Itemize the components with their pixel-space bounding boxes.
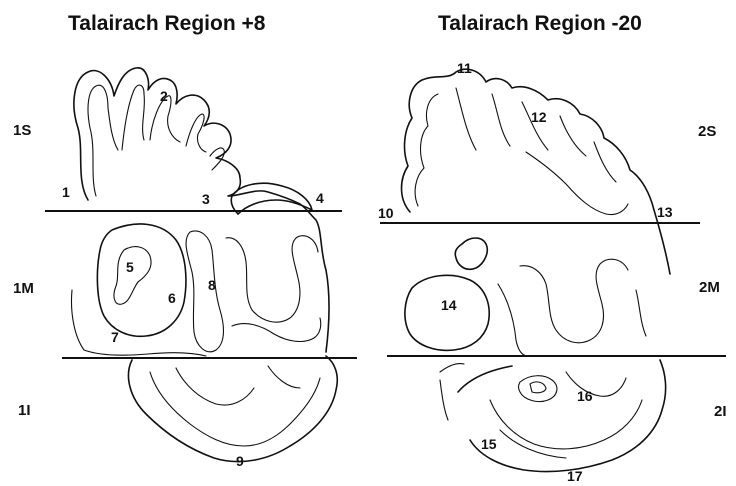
right-middle-structures	[498, 259, 646, 356]
left-title: Talairach Region +8	[68, 12, 266, 35]
region-11: 11	[457, 60, 472, 76]
left-superior-sulci	[88, 85, 224, 196]
label-1s: 1S	[13, 122, 31, 139]
region-2: 2	[160, 88, 168, 104]
region-5: 5	[126, 259, 134, 275]
left-gyrus-3-4	[231, 183, 312, 214]
left-region-5-inner	[114, 247, 151, 305]
label-1i: 1I	[18, 402, 31, 419]
region-4: 4	[316, 190, 324, 206]
left-superior-cortex	[74, 68, 329, 352]
right-region-16	[519, 376, 557, 402]
region-3: 3	[202, 191, 210, 207]
label-2i: 2I	[714, 403, 727, 420]
right-blob-top	[455, 238, 487, 269]
right-title: Talairach Region -20	[438, 12, 642, 35]
right-superior-sulci	[415, 88, 616, 206]
region-15: 15	[481, 436, 497, 452]
left-inferior-lobe	[128, 356, 337, 462]
left-region-8	[186, 231, 223, 352]
left-inferior-folds	[150, 366, 320, 446]
right-hippocampal-line	[440, 363, 464, 420]
left-insula-folds	[226, 236, 318, 322]
right-inferior-folds	[490, 372, 642, 458]
region-13: 13	[657, 204, 673, 220]
left-region-5-6	[97, 224, 186, 336]
label-1m: 1M	[13, 280, 34, 297]
region-14: 14	[441, 297, 457, 313]
right-superior-cortex	[402, 69, 671, 274]
region-12: 12	[531, 109, 547, 125]
region-7: 7	[111, 329, 119, 345]
right-brain-section	[402, 69, 671, 471]
region-1: 1	[62, 184, 70, 200]
right-deep-folds	[526, 152, 628, 215]
region-17: 17	[567, 468, 583, 484]
region-16: 16	[577, 388, 593, 404]
label-2m: 2M	[699, 279, 720, 296]
left-temporal-folds	[232, 318, 321, 341]
region-10: 10	[378, 205, 394, 221]
region-9: 9	[236, 453, 244, 469]
label-2s: 2S	[698, 123, 716, 140]
left-region-7	[72, 290, 207, 356]
region-6: 6	[168, 290, 176, 306]
left-brain-section	[72, 68, 338, 462]
region-8: 8	[208, 277, 216, 293]
